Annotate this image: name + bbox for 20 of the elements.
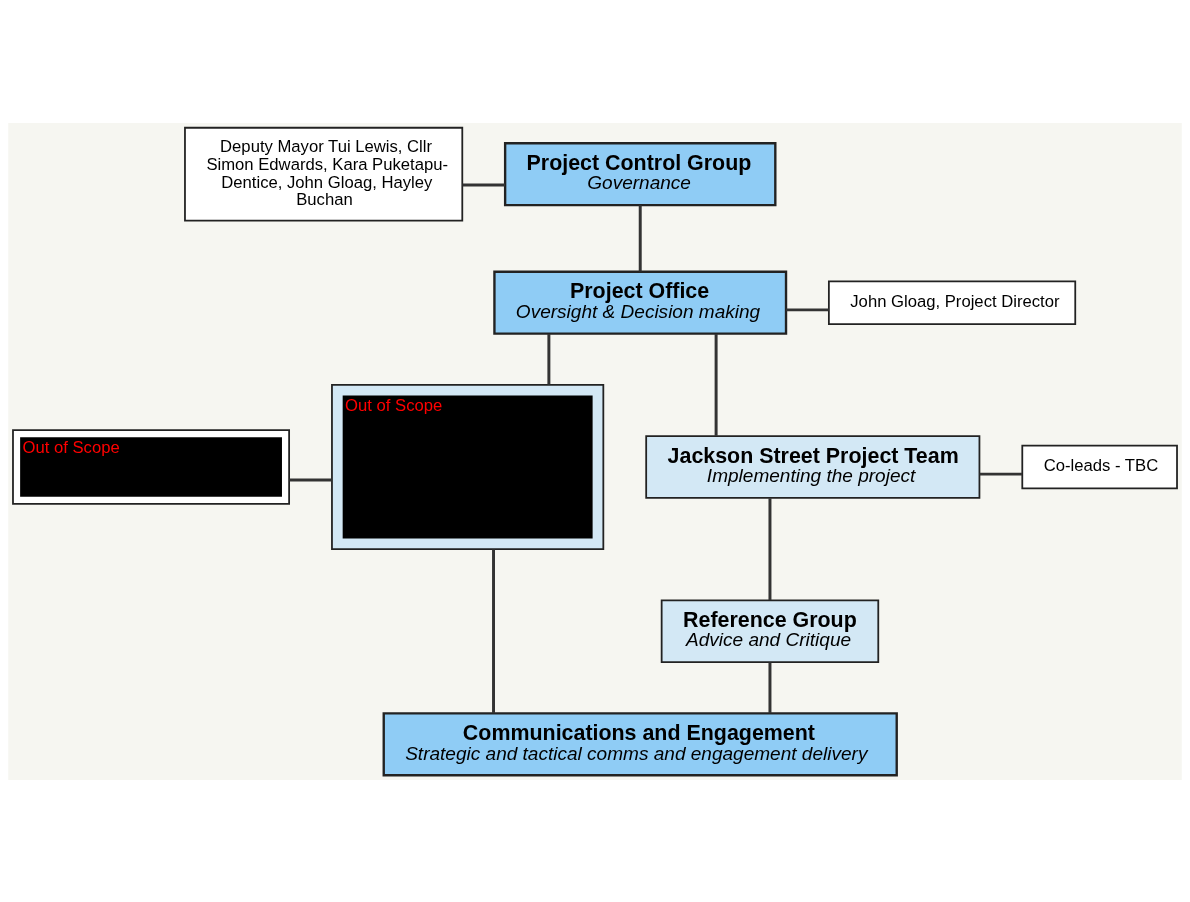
node-box: Out of Scope bbox=[12, 428, 290, 505]
connector bbox=[547, 333, 551, 385]
node-box: Out of Scope bbox=[331, 383, 605, 550]
node-box: John Gloag, Project Director bbox=[828, 279, 1077, 325]
connector bbox=[768, 661, 772, 713]
node-box: Project Control Group Governance bbox=[503, 141, 777, 206]
connector bbox=[979, 472, 1023, 476]
connector bbox=[714, 333, 718, 436]
node-box: Deputy Mayor Tui Lewis, Cllr Simon Edwards, Kara Puketapu-Dentice, John Gloag, Hayley Buchan bbox=[184, 126, 464, 221]
connector bbox=[768, 497, 772, 600]
node-box: Project Office Oversight & Decision making bbox=[493, 270, 788, 335]
node-box: Co-leads - TBC bbox=[1021, 444, 1178, 489]
connector bbox=[786, 307, 829, 311]
node-box: Communications and Engagement Strategic and tactical comms and engagement delivery bbox=[382, 711, 898, 776]
connector bbox=[492, 548, 495, 713]
connector bbox=[462, 182, 506, 186]
connector bbox=[638, 204, 642, 271]
connector bbox=[289, 478, 332, 482]
node-box: Reference Group Advice and Critique bbox=[660, 598, 880, 663]
node-box: Jackson Street Project Team Implementing the project bbox=[645, 434, 981, 499]
